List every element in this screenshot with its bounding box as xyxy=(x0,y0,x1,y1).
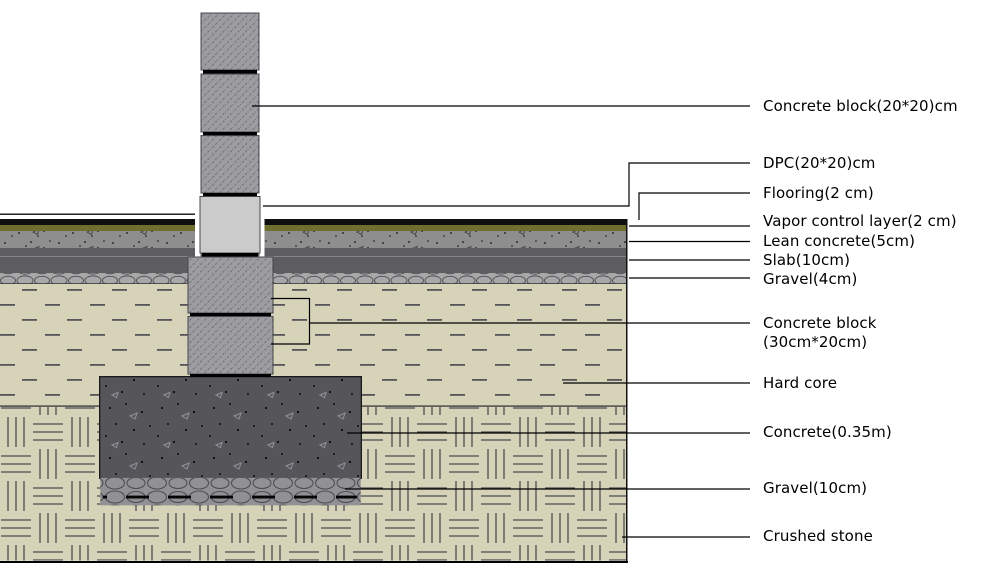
lean-concrete-texture xyxy=(0,231,627,248)
callout-concrete-footing: Concrete(0.35m) xyxy=(763,423,892,441)
slab-midline xyxy=(0,256,627,257)
flooring-layer xyxy=(0,219,627,225)
dpc-left-gap xyxy=(195,196,201,257)
callout-hard-core: Hard core xyxy=(763,374,838,392)
concrete-block-1-hatch xyxy=(201,13,259,70)
vapor-control-layer xyxy=(0,225,627,231)
callout-vapor-control: Vapor control layer(2 cm) xyxy=(763,212,957,230)
callout-flooring: Flooring(2 cm) xyxy=(763,184,874,202)
dpc-right-gap xyxy=(259,196,265,257)
mortar-joint-2 xyxy=(203,132,257,136)
leader-lines xyxy=(252,105,750,538)
mortar-joint-3 xyxy=(203,193,257,197)
callout-gravel-10: Gravel(10cm) xyxy=(763,479,868,497)
leader-dpc xyxy=(263,162,750,207)
flooring-surface-line xyxy=(0,213,196,215)
concrete-block-30-lower-hatch xyxy=(188,316,273,374)
footing-gravel-dashes xyxy=(103,495,357,499)
gravel-hardcore-boundary xyxy=(0,283,627,285)
callout-concrete-block-30-line1: Concrete block xyxy=(763,314,877,332)
section-right-border xyxy=(626,219,628,562)
callout-crushed-stone: Crushed stone xyxy=(763,527,873,545)
callout-concrete-block-20: Concrete block(20*20)cm xyxy=(763,97,958,115)
callout-gravel-4: Gravel(4cm) xyxy=(763,270,858,288)
mortar-joint-4 xyxy=(202,253,258,257)
slab-layer xyxy=(0,248,627,273)
leader-flooring xyxy=(638,192,750,220)
footing-gravel-texture xyxy=(100,477,361,506)
concrete-block-column xyxy=(187,12,274,377)
mortar-joint-6 xyxy=(190,374,271,377)
callout-concrete-block-30-line2: (30cm*20cm) xyxy=(763,333,868,351)
mortar-joint-5 xyxy=(190,313,271,317)
concrete-block-30-upper-hatch xyxy=(188,257,273,313)
callout-dpc: DPC(20*20)cm xyxy=(763,154,876,172)
bracket-concrete-block-30 xyxy=(271,297,311,345)
concrete-block-3-hatch xyxy=(201,135,259,193)
concrete-block-2-hatch xyxy=(201,74,259,132)
gravel-4-texture xyxy=(0,273,627,284)
callout-slab: Slab(10cm) xyxy=(763,251,851,269)
section-bottom-border xyxy=(0,561,628,563)
callout-lean-concrete: Lean concrete(5cm) xyxy=(763,232,916,250)
footing-concrete-texture xyxy=(100,377,361,478)
mortar-joint-1 xyxy=(203,70,257,74)
dpc-block xyxy=(199,196,261,254)
